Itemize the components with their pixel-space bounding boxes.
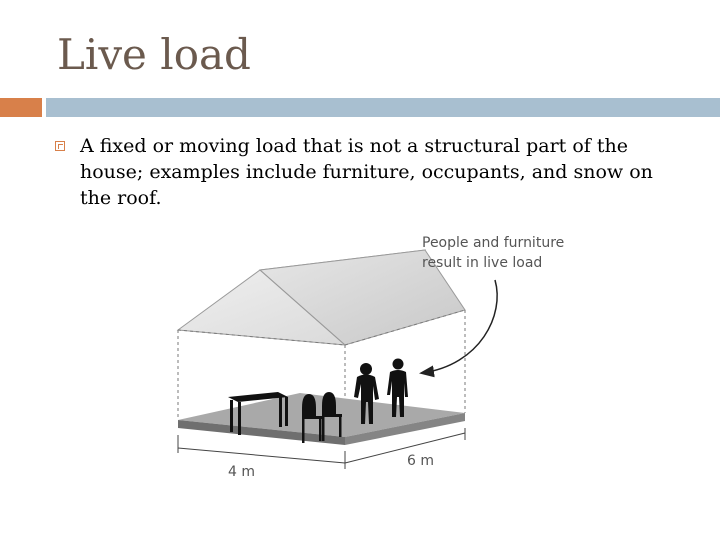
- chairs: [302, 392, 342, 443]
- accent-bar: [0, 98, 42, 117]
- wall-outline: [177, 309, 466, 437]
- house-diagram: People and furniture result in live load…: [176, 235, 564, 480]
- callout-arrow: [419, 279, 498, 378]
- table: [228, 392, 288, 435]
- dimension-lines: [177, 428, 466, 469]
- square-bullet-icon: [55, 141, 65, 151]
- callout-label-line2: result in live load: [422, 255, 542, 271]
- slide-title: Live load: [57, 30, 251, 79]
- bullet-text: A fixed or moving load that is not a str…: [80, 135, 653, 209]
- dimension-label-width: 4 m: [228, 464, 255, 480]
- callout-label-line1: People and furniture: [422, 235, 564, 251]
- title-underline-bar: [46, 98, 720, 117]
- dimension-label-depth: 6 m: [407, 453, 434, 469]
- live-load-illustration: People and furniture result in live load…: [160, 225, 590, 485]
- people-silhouettes: [354, 358, 408, 424]
